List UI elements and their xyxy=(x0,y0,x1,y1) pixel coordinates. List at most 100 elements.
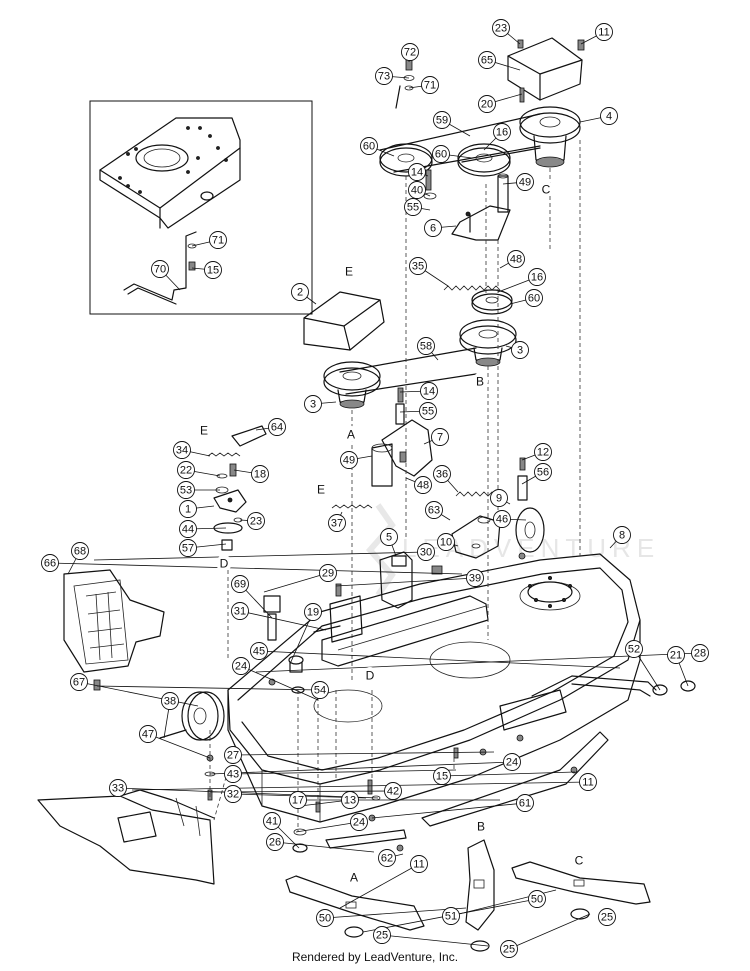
callout-bubble xyxy=(493,123,511,141)
callout-69: 69 xyxy=(231,575,249,593)
callout-bubble xyxy=(525,289,543,307)
alignment-lines xyxy=(209,140,581,832)
callout-number: 27 xyxy=(227,750,239,762)
reference-letter-text: E xyxy=(200,424,208,438)
callout-70: 70 xyxy=(151,260,169,278)
callout-bubble xyxy=(528,268,546,286)
callout-24: 24 xyxy=(503,753,521,771)
leader-line xyxy=(131,781,589,791)
callout-number: 56 xyxy=(537,467,549,479)
callout-23: 23 xyxy=(492,19,510,37)
callout-number: 16 xyxy=(531,272,543,284)
callout-number: 50 xyxy=(531,894,543,906)
leader-line xyxy=(117,787,379,799)
callout-bubble xyxy=(179,500,197,518)
callout-bubble xyxy=(425,501,443,519)
callout-50: 50 xyxy=(316,909,334,927)
callout-number: 34 xyxy=(176,445,188,457)
callout-bubble xyxy=(433,111,451,129)
callout-bubble xyxy=(516,794,534,812)
callout-48: 48 xyxy=(414,476,432,494)
callout-30: 30 xyxy=(417,543,435,561)
callout-34: 34 xyxy=(173,441,191,459)
reference-letter-C: C xyxy=(538,181,554,197)
callout-10: 10 xyxy=(437,533,455,551)
callout-bubble xyxy=(492,19,510,37)
callout-bubble xyxy=(503,753,521,771)
callout-bubble xyxy=(579,773,597,791)
callout-number: 51 xyxy=(445,911,457,923)
reference-letter-background xyxy=(571,852,587,868)
callout-1: 1 xyxy=(179,500,197,518)
callout-number: 8 xyxy=(619,530,625,542)
callout-72: 72 xyxy=(401,43,419,61)
callout-41: 41 xyxy=(263,812,281,830)
callout-bubble xyxy=(139,725,157,743)
callout-number: 9 xyxy=(496,493,502,505)
reference-letter-background xyxy=(472,373,488,389)
reference-letter-text: B xyxy=(476,375,484,389)
reference-letter-background xyxy=(538,181,554,197)
callout-39: 39 xyxy=(466,569,484,587)
leader-line xyxy=(78,681,199,707)
callout-number: 53 xyxy=(180,485,192,497)
callout-bubble xyxy=(231,575,249,593)
callout-28: 28 xyxy=(691,644,709,662)
callout-13: 13 xyxy=(341,791,359,809)
callout-29: 29 xyxy=(319,564,337,582)
callout-number: 38 xyxy=(164,696,176,708)
callout-67: 67 xyxy=(70,673,88,691)
callout-number: 67 xyxy=(73,677,85,689)
callout-number: 11 xyxy=(413,859,424,871)
callout-bubble xyxy=(251,465,269,483)
callout-bubble xyxy=(384,782,402,800)
callout-number: 62 xyxy=(381,853,393,865)
callout-number: 60 xyxy=(528,293,540,305)
callout-number: 18 xyxy=(254,469,266,481)
callout-number: 48 xyxy=(417,480,429,492)
callout-number: 55 xyxy=(422,406,434,418)
callout-bubble xyxy=(263,812,281,830)
callout-number: 31 xyxy=(234,606,246,618)
callout-number: 37 xyxy=(331,518,343,530)
callout-bubble xyxy=(600,107,618,125)
callout-number: 22 xyxy=(180,465,192,477)
callout-45: 45 xyxy=(250,642,268,660)
callout-number: 13 xyxy=(344,795,356,807)
callout-number: 25 xyxy=(376,930,388,942)
callout-bubble xyxy=(291,283,309,301)
callout-bubble xyxy=(442,907,460,925)
callout-60: 60 xyxy=(360,137,378,155)
reference-letter-E: E xyxy=(341,263,357,279)
callout-bubble xyxy=(534,443,552,461)
callout-16: 16 xyxy=(528,268,546,286)
callout-24: 24 xyxy=(350,813,368,831)
callout-number: 35 xyxy=(412,261,424,273)
callout-number: 49 xyxy=(343,455,355,467)
callout-bubble xyxy=(534,463,552,481)
leader-line xyxy=(441,771,576,777)
callout-4: 4 xyxy=(600,107,618,125)
callout-bubble xyxy=(179,520,197,538)
callout-number: 64 xyxy=(271,422,283,434)
callout-48: 48 xyxy=(507,250,525,268)
callout-bubble xyxy=(417,543,435,561)
reference-letter-background xyxy=(313,481,329,497)
leader-line xyxy=(258,650,621,669)
callout-bubble xyxy=(408,181,426,199)
callout-number: 1 xyxy=(185,504,191,516)
callout-number: 23 xyxy=(250,516,262,528)
inset-detail xyxy=(89,100,313,315)
reference-letter-background xyxy=(346,869,362,885)
render-credit: Rendered by LeadVenture, Inc. xyxy=(291,950,459,964)
callout-bubble xyxy=(209,231,227,249)
callout-14: 14 xyxy=(420,382,438,400)
callout-bubble xyxy=(373,926,391,944)
reference-letter-background xyxy=(362,667,378,683)
leader-line xyxy=(240,665,319,701)
callout-number: 58 xyxy=(420,341,432,353)
left-side-parts xyxy=(37,569,225,885)
callout-59: 59 xyxy=(433,111,451,129)
reference-letter-D: D xyxy=(362,667,378,683)
callout-number: 71 xyxy=(424,80,436,92)
